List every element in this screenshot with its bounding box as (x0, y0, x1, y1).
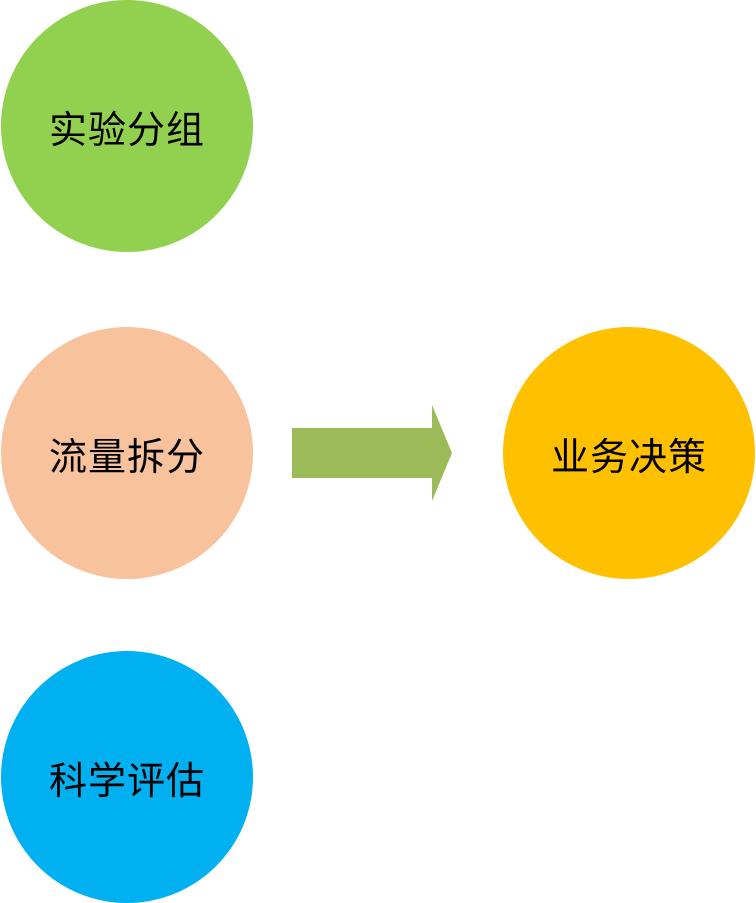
node-traffic-split: 流量拆分 (1, 327, 253, 579)
node-label: 科学评估 (48, 758, 205, 803)
node-business-decision: 业务决策 (503, 327, 755, 579)
node-scientific-evaluation: 科学评估 (1, 651, 253, 903)
right-arrow-icon (292, 405, 452, 501)
node-label: 实验分组 (48, 107, 205, 152)
node-experiment-grouping: 实验分组 (1, 0, 253, 252)
node-label: 业务决策 (550, 434, 707, 479)
node-label: 流量拆分 (48, 434, 205, 479)
